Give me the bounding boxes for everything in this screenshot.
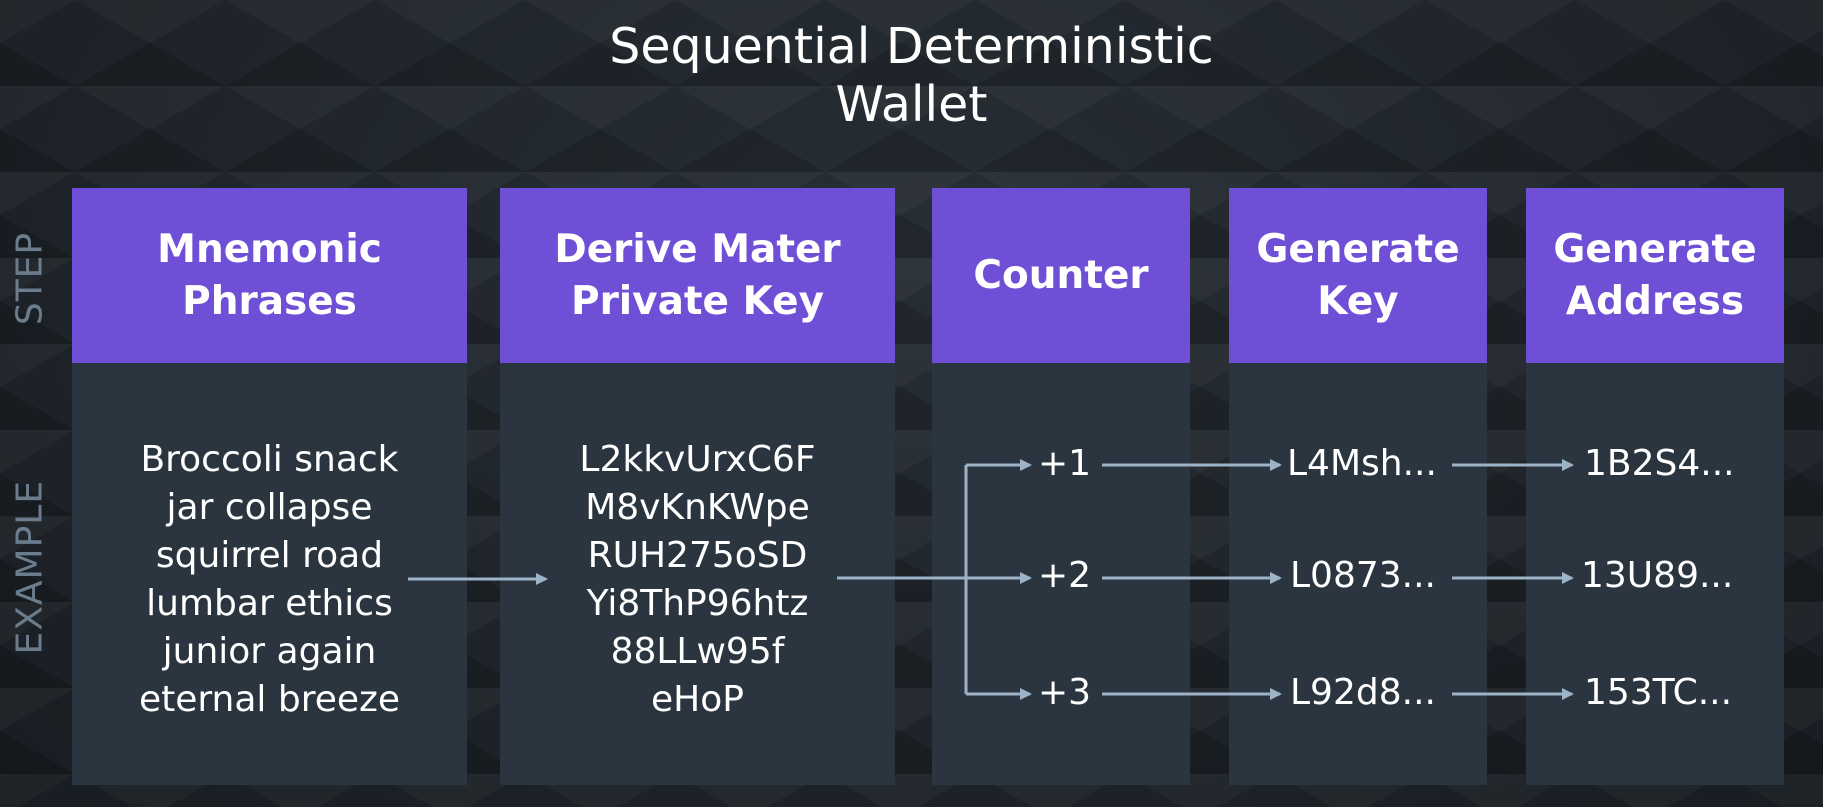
step-label: Counter: [973, 252, 1149, 298]
generated-key-2: L0873...: [1290, 555, 1437, 596]
step-header-counter: Counter: [932, 188, 1190, 363]
step-header-mnemonic: Mnemonic Phrases: [72, 188, 467, 363]
step-label: Derive Mater Private Key: [554, 226, 841, 324]
row-label-example: EXAMPLE: [9, 479, 51, 655]
step-label: Generate Key: [1256, 226, 1460, 324]
generated-key-3: L92d8...: [1290, 672, 1436, 713]
diagram-title: Sequential Deterministic Wallet: [0, 18, 1823, 134]
title-line-1: Sequential Deterministic: [609, 18, 1214, 75]
generated-address-3: 153TC...: [1584, 672, 1733, 713]
counter-value-2: +2: [1038, 555, 1092, 596]
generated-address-1: 1B2S4...: [1584, 443, 1735, 484]
column-generate-address: Generate Address: [1526, 188, 1784, 785]
counter-value-3: +3: [1038, 672, 1092, 713]
step-label: Mnemonic Phrases: [157, 226, 382, 324]
column-mnemonic: Mnemonic Phrases: [72, 188, 467, 785]
row-label-step: STEP: [9, 231, 51, 326]
step-header-generate-address: Generate Address: [1526, 188, 1784, 363]
generated-address-2: 13U89...: [1581, 555, 1734, 596]
counter-value-1: +1: [1038, 443, 1092, 484]
column-generate-key: Generate Key: [1229, 188, 1487, 785]
step-header-master-key: Derive Mater Private Key: [500, 188, 895, 363]
generated-key-1: L4Msh...: [1287, 443, 1437, 484]
column-counter: Counter: [932, 188, 1190, 785]
step-header-generate-key: Generate Key: [1229, 188, 1487, 363]
step-label: Generate Address: [1553, 226, 1757, 324]
column-master-key: Derive Mater Private Key: [500, 188, 895, 785]
title-line-2: Wallet: [835, 76, 988, 133]
example-master-private-key: L2kkvUrxC6F M8vKnKWpe RUH275oSD Yi8ThP96…: [579, 439, 816, 720]
example-mnemonic-phrase: Broccoli snack jar collapse squirrel roa…: [138, 439, 401, 720]
